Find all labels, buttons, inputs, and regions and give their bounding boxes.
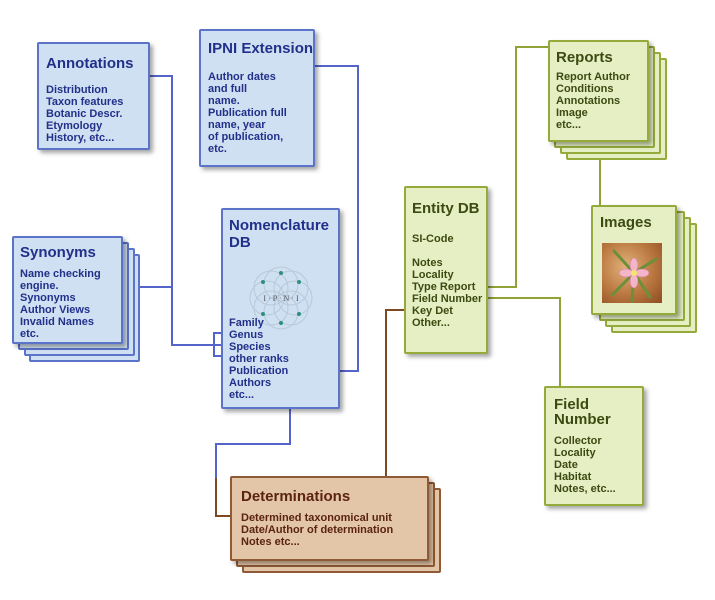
- reports-line: Annotations: [556, 95, 621, 107]
- annotations-title: Annotations: [46, 55, 134, 72]
- reports-line: Image: [556, 107, 588, 119]
- annotations-line: Taxon features: [46, 96, 124, 108]
- reports-line: etc...: [556, 119, 582, 131]
- annotations-line: Etymology: [46, 120, 103, 132]
- wire-annotations-to-nomenclature: [150, 75, 222, 346]
- entity-db-title: Entity DB: [412, 200, 480, 217]
- synonyms-line: Synonyms: [20, 292, 76, 304]
- field-number-title-line1: Field: [554, 396, 590, 413]
- ipni-extension-box: IPNI Extension Author dates and full nam…: [199, 29, 315, 167]
- reports-line: Report Author: [556, 71, 631, 83]
- ipni-extension-line: and full: [208, 83, 248, 95]
- nomenclature-line: Genus: [229, 329, 264, 341]
- reports-list: Report Author Conditions Annotations Ima…: [556, 71, 630, 131]
- nomenclature-line: other ranks: [229, 353, 289, 365]
- ipni-extension-line: name, year: [208, 119, 266, 131]
- entity-db-line: Other...: [412, 317, 450, 329]
- wire-entity-to-reports: [486, 46, 548, 288]
- entity-db-line: Field Number: [412, 293, 483, 305]
- reports-line: Conditions: [556, 83, 614, 95]
- synonyms-line: Name checking: [20, 268, 101, 280]
- ipni-extension-line: Author dates: [208, 71, 276, 83]
- determinations-line: Notes etc...: [241, 536, 300, 548]
- synonyms-line: etc.: [20, 328, 39, 340]
- flower-icon: [610, 249, 658, 303]
- determinations-line: Date/Author of determination: [241, 524, 394, 536]
- images-title: Images: [600, 214, 652, 231]
- ipni-logo-text: I · P · N · I: [263, 294, 299, 303]
- synonyms-box: Synonyms Name checking engine. Synonyms …: [12, 236, 123, 344]
- synonyms-list: Name checking engine. Synonyms Author Vi…: [20, 268, 101, 340]
- ipni-extension-line: Publication full: [208, 107, 287, 119]
- annotations-line: History, etc...: [46, 132, 115, 144]
- entity-db-box: Entity DB SI-Code Notes Locality Type Re…: [404, 186, 488, 354]
- entity-db-list: Notes Locality Type Report Field Number …: [412, 257, 482, 329]
- field-number-box: Field Number Collector Locality Date Hab…: [544, 386, 644, 506]
- nomenclature-line: Publication: [229, 365, 289, 377]
- annotations-box: Annotations Distribution Taxon features …: [37, 42, 150, 150]
- synonyms-line: Author Views: [20, 304, 91, 316]
- entity-db-code: SI-Code: [412, 233, 454, 245]
- ipni-extension-line: etc.: [208, 143, 227, 155]
- field-number-line: Date: [554, 459, 578, 471]
- entity-db-line: Key Det: [412, 305, 453, 317]
- synonyms-title: Synonyms: [20, 244, 96, 261]
- nomenclature-line: Authors: [229, 377, 272, 389]
- field-number-line: Collector: [554, 435, 602, 447]
- field-number-title-line2: Number: [554, 411, 611, 428]
- nomenclature-line: Family: [229, 317, 264, 329]
- nomenclature-title-line2: DB: [229, 234, 251, 251]
- entity-db-line: Type Report: [412, 281, 476, 293]
- wire-nomenclature-to-determinations: [215, 403, 291, 478]
- ipni-extension-list: Author dates and full name. Publication …: [208, 71, 287, 155]
- wire-determinations-left: [215, 478, 234, 517]
- nomenclature-line: etc...: [229, 389, 255, 401]
- nomenclature-title-line1: Nomenclature: [229, 217, 330, 234]
- annotations-list: Distribution Taxon features Botanic Desc…: [46, 84, 123, 144]
- reports-title: Reports: [556, 49, 613, 66]
- determinations-list: Determined taxonomical unit Date/Author …: [241, 512, 393, 548]
- ipni-extension-title: IPNI Extension: [208, 40, 314, 57]
- nomenclature-line: Species: [229, 341, 271, 353]
- ipni-logo: I · P · N · I: [249, 266, 313, 330]
- ipni-extension-line: name.: [208, 95, 240, 107]
- annotations-line: Distribution: [46, 84, 108, 96]
- wire-entity-to-fieldnumber: [488, 297, 561, 388]
- images-box: Images: [591, 205, 677, 315]
- nomenclature-db-box: Nomenclature DB I · P · N · I: [221, 208, 340, 409]
- determinations-box: Determinations Determined taxonomical un…: [230, 476, 429, 561]
- determinations-title: Determinations: [241, 488, 351, 505]
- entity-db-code-line: SI-Code: [412, 233, 454, 245]
- nomenclature-list: Family Genus Species other ranks Publica…: [229, 317, 289, 401]
- field-number-list: Collector Locality Date Habitat Notes, e…: [554, 435, 616, 495]
- reports-box: Reports Report Author Conditions Annotat…: [548, 40, 649, 142]
- entity-db-line: Locality: [412, 269, 454, 281]
- synonyms-line: engine.: [20, 280, 59, 292]
- ipni-extension-line: of publication,: [208, 131, 284, 143]
- field-number-line: Notes, etc...: [554, 483, 616, 495]
- entity-db-line: Notes: [412, 257, 443, 269]
- determinations-line: Determined taxonomical unit: [241, 512, 392, 524]
- field-number-line: Locality: [554, 447, 596, 459]
- annotations-line: Botanic Descr.: [46, 108, 123, 120]
- synonyms-line: Invalid Names: [20, 316, 94, 328]
- wire-ipni-to-nomenclature: [306, 65, 359, 372]
- flower-photo: [602, 243, 662, 303]
- field-number-line: Habitat: [554, 471, 592, 483]
